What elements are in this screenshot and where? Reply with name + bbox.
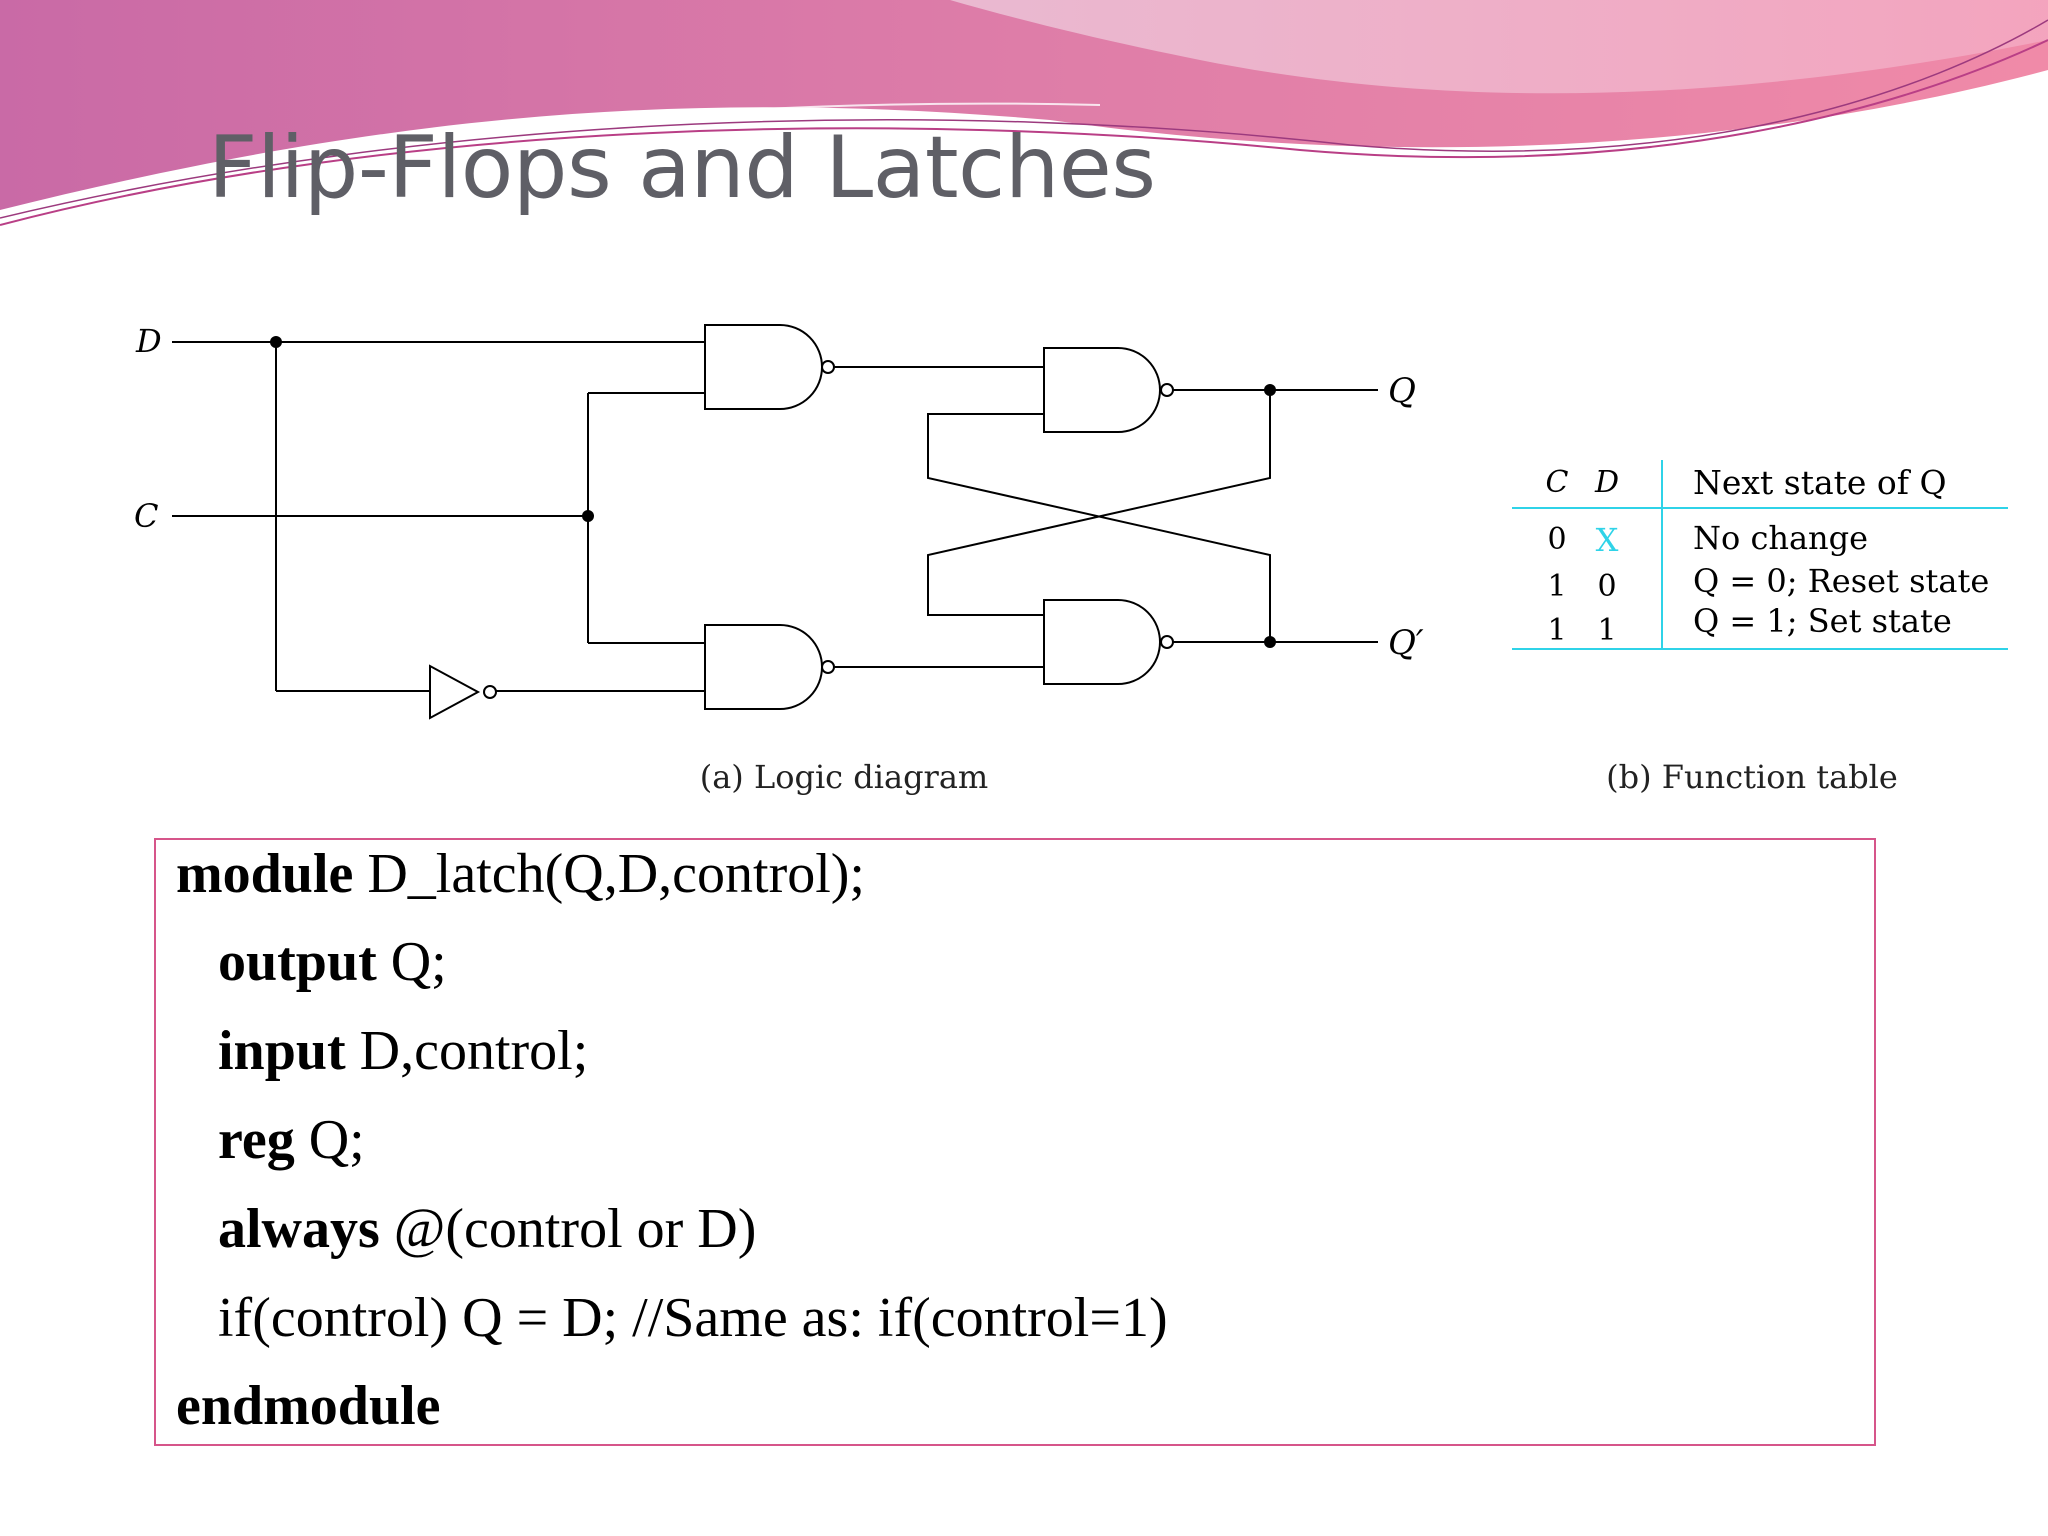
row2-next: Q = 0; Reset state: [1693, 562, 1989, 600]
row3-d: 1: [1597, 613, 1616, 648]
caption-function-table: (b) Function table: [1606, 758, 1898, 796]
code-line-7: endmodule: [176, 1378, 441, 1434]
row1-c: 0: [1547, 522, 1566, 557]
feedback-qbar: [927, 413, 1271, 642]
header-banner: [0, 0, 2048, 226]
row3-c: 1: [1547, 613, 1566, 648]
table-header-d: D: [1594, 465, 1619, 500]
code-line-6: if(control) Q = D; //Same as: if(control…: [218, 1290, 1168, 1346]
code-line-2: output Q;: [218, 934, 447, 990]
label-c: C: [134, 497, 158, 535]
nand-gate-3: [1043, 347, 1161, 433]
code-text: Q;: [376, 931, 447, 993]
code-text: if(control) Q = D; //Same as: if(control…: [218, 1287, 1168, 1349]
banner-line-2: [0, 19, 2048, 219]
slide-title: Flip-Flops and Latches: [208, 118, 1156, 218]
junction-q: [1264, 384, 1276, 396]
logic-diagram: D C Q Q′ (a) Logic diagram C D Next stat…: [134, 322, 2008, 796]
code-line-1: module D_latch(Q,D,control);: [176, 846, 865, 902]
label-q: Q: [1388, 371, 1416, 411]
code-keyword: output: [218, 931, 377, 993]
code-text: Q;: [294, 1109, 365, 1171]
caption-logic-diagram: (a) Logic diagram: [700, 758, 989, 796]
row1-next: No change: [1693, 519, 1868, 557]
row2-d: 0: [1597, 569, 1616, 604]
row2-c: 1: [1547, 569, 1566, 604]
code-text: D,control;: [345, 1020, 589, 1082]
nand-gate-3-bubble: [1160, 383, 1174, 397]
label-qbar: Q′: [1388, 623, 1424, 663]
banner-line-1: [0, 39, 2048, 226]
banner-wave-light: [950, 0, 2048, 94]
feedback-q: [927, 390, 1271, 616]
code-text: @(control or D): [379, 1198, 757, 1260]
label-d: D: [135, 322, 162, 360]
code-keyword: always: [218, 1198, 380, 1260]
inverter-gate: [429, 664, 481, 720]
nand-gate-2-bubble: [821, 660, 835, 674]
nand-gate-1: [704, 324, 823, 410]
code-keyword: endmodule: [176, 1375, 441, 1437]
nand-gate-2: [704, 624, 823, 710]
nand-gate-4: [1043, 599, 1161, 685]
code-line-4: reg Q;: [218, 1112, 365, 1168]
code-keyword: module: [176, 843, 354, 905]
code-box: module D_latch(Q,D,control); output Q; i…: [154, 838, 1876, 1446]
nand-gate-1-bubble: [821, 360, 835, 374]
table-header-next: Next state of Q: [1693, 463, 1947, 502]
banner-line-3: [0, 102, 1101, 213]
junction-qbar: [1264, 636, 1276, 648]
code-line-3: input D,control;: [218, 1023, 588, 1079]
code-line-5: always @(control or D): [218, 1201, 756, 1257]
junction-c: [582, 510, 594, 522]
code-keyword: input: [218, 1020, 346, 1082]
row3-next: Q = 1; Set state: [1693, 602, 1952, 640]
table-header-c: C: [1546, 465, 1569, 500]
code-keyword: reg: [218, 1109, 295, 1171]
inverter-bubble: [483, 685, 497, 699]
nand-gate-4-bubble: [1160, 635, 1174, 649]
code-text: D_latch(Q,D,control);: [353, 843, 865, 905]
row1-d: X: [1596, 521, 1619, 559]
function-table: C D Next state of Q 0 X No change 1 0 Q …: [1512, 460, 2008, 650]
junction-d: [270, 336, 282, 348]
